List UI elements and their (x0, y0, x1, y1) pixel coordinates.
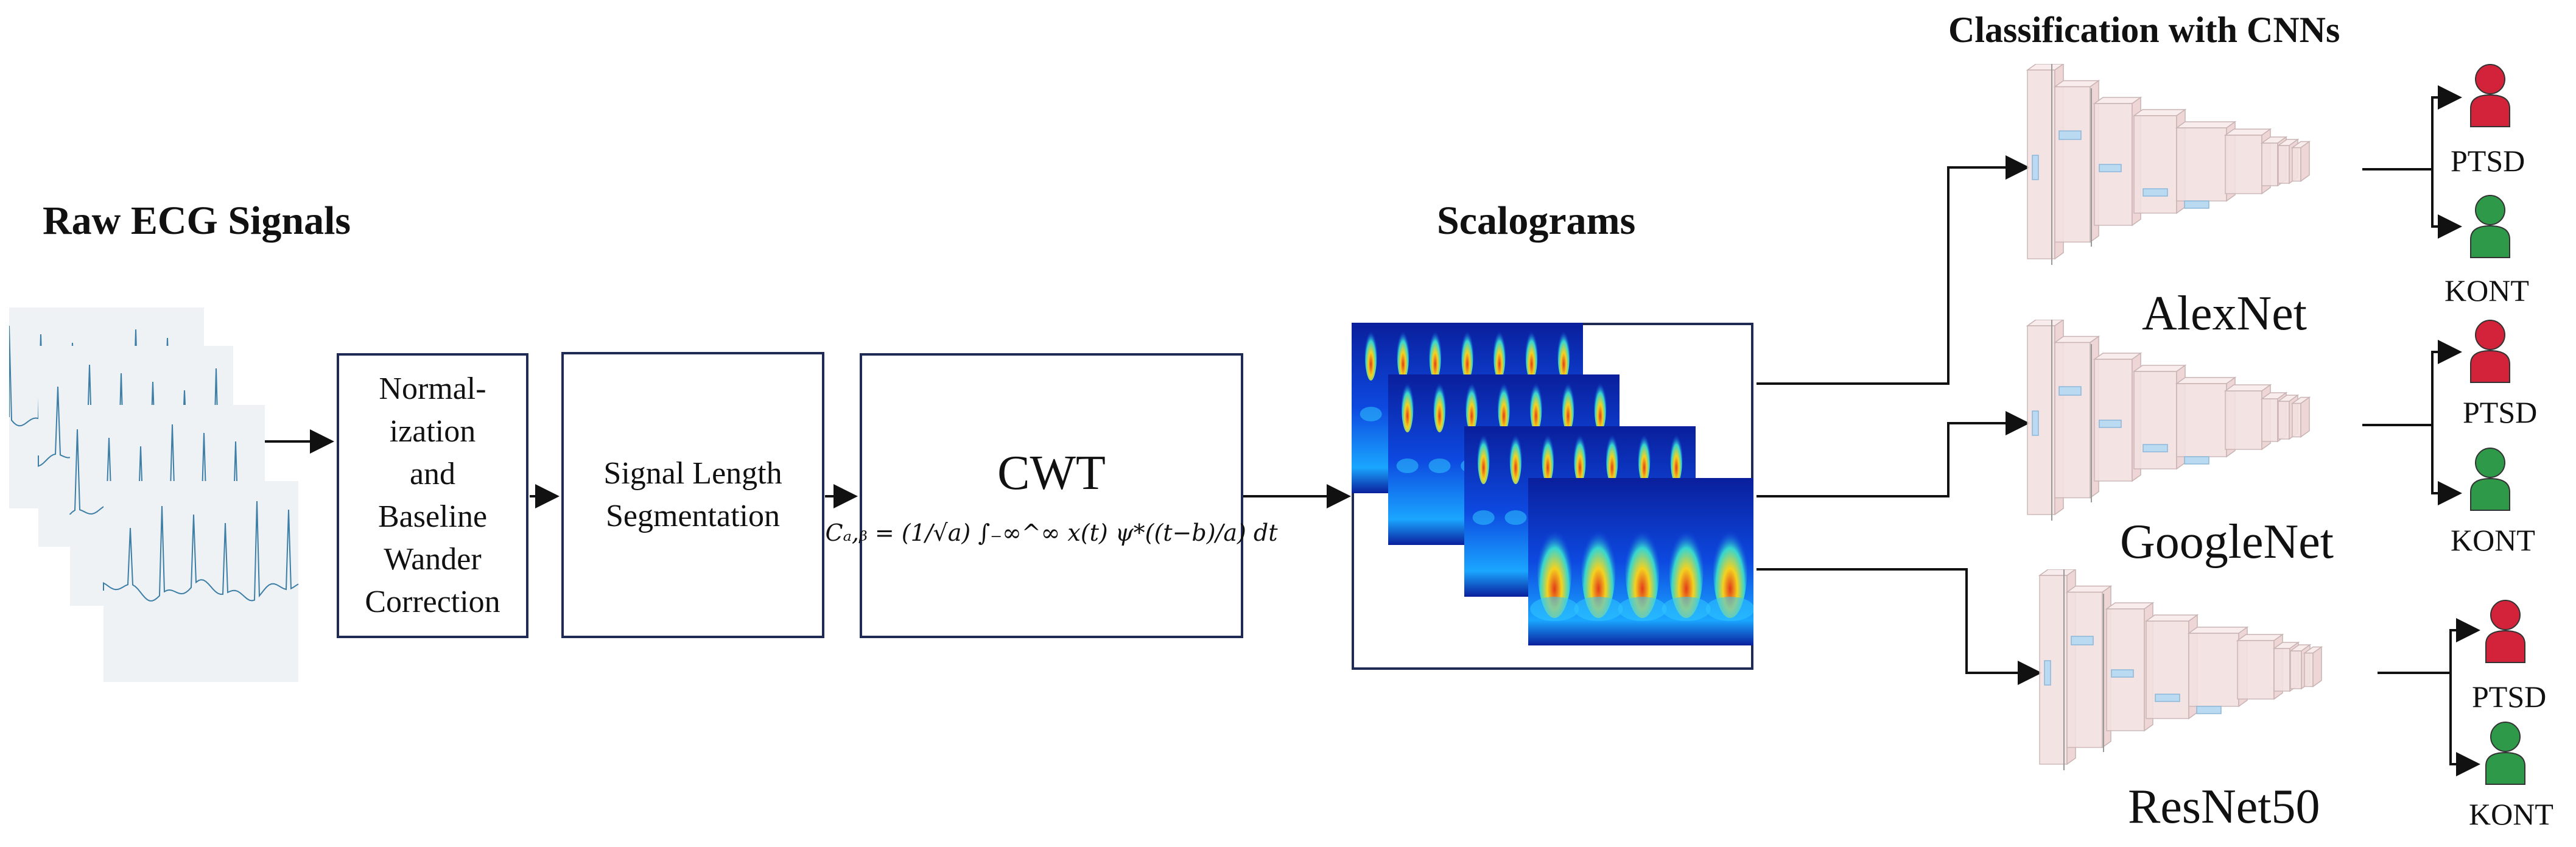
cnn-layer (2290, 141, 2311, 182)
cnn-layer (2290, 396, 2311, 438)
arrow-to-resnet (1757, 568, 2042, 685)
cnn-layer (2065, 585, 2113, 748)
arrow-to-alexnet (1757, 155, 2030, 385)
model-name-resnet50: ResNet50 (2128, 780, 2320, 834)
normalization-line: Baseline (377, 499, 488, 534)
class-label-ptsd: PTSD (2463, 395, 2538, 429)
normalization-line: Normal- (379, 371, 486, 406)
ecg-sheet (103, 481, 299, 682)
cnn-feature (2155, 694, 2180, 702)
class-label-kont: KONT (2451, 523, 2535, 557)
googlenet-architecture (2026, 320, 2311, 521)
arrow-to-googlenet (1757, 411, 2030, 497)
cnn-feature (2099, 164, 2122, 172)
cnn-feature (2058, 130, 2082, 140)
normalization-line: and (409, 457, 456, 491)
classification-title: Classification with CNNs (1948, 10, 2340, 50)
cnn-layer (2289, 644, 2312, 690)
ecg-signal-stack (9, 308, 299, 682)
cwt-formula-text: Cₐ,ᵦ = (1/√a) ∫₋∞^∞ x(t) ψ*((t−b)/a) dt (825, 519, 1278, 546)
cnn-feature (2196, 706, 2222, 714)
ptsd-person-icon (2470, 320, 2510, 383)
cnn-feature (2058, 386, 2082, 396)
cwt-box: CWT Cₐ,ᵦ = (1/√a) ∫₋∞^∞ x(t) ψ*((t−b)/a)… (826, 353, 1278, 638)
model-name-googlenet: GoogleNet (2120, 515, 2334, 569)
class-label-kont: KONT (2469, 797, 2553, 831)
cnn-feature (2099, 420, 2122, 428)
ptsd-person-icon (2485, 600, 2525, 663)
scalogram-images (1352, 323, 1753, 645)
scalograms-title: Scalograms (1437, 199, 1636, 243)
class-label-ptsd: PTSD (2472, 680, 2547, 714)
class-label-kont: KONT (2444, 273, 2529, 308)
kont-person-icon (2485, 722, 2525, 785)
cnn-feature (2044, 660, 2051, 686)
cnn-layer (2303, 646, 2323, 687)
cwt-formula: Cₐ,ᵦ = (1/√a) ∫₋∞^∞ x(t) ψ*((t−b)/a) dt (826, 519, 1278, 546)
normalization-line: Correction (365, 585, 500, 619)
cnn-feature (2111, 669, 2134, 678)
model-name-alexnet: AlexNet (2142, 287, 2308, 340)
normalization-line: ization (389, 414, 476, 449)
ptsd-person-icon (2470, 64, 2510, 127)
cnn-feature (2071, 636, 2094, 645)
cnn-layer (2187, 626, 2249, 708)
cnn-feature (2143, 188, 2168, 197)
normalization-line: Wander (384, 542, 482, 577)
cnn-feature (2032, 155, 2039, 180)
raw-signals-title: Raw ECG Signals (43, 199, 351, 243)
cnn-layer (2053, 80, 2100, 243)
class-label-ptsd: PTSD (2451, 144, 2525, 178)
alexnet-architecture (2026, 64, 2311, 265)
scalogram-sheet (1528, 478, 1753, 645)
segmentation-line: Signal Length (603, 456, 782, 491)
cnn-feature (2184, 200, 2209, 209)
resnet50-architecture (2038, 569, 2323, 770)
kont-person-icon (2470, 195, 2510, 258)
cnn-feature (2032, 410, 2039, 436)
cnn-feature (2184, 456, 2209, 465)
cnn-layer (2175, 121, 2237, 202)
cwt-title: CWT (997, 446, 1106, 500)
cnn-layer (2053, 336, 2100, 499)
segmentation-line: Segmentation (606, 499, 780, 533)
kont-person-icon (2470, 448, 2510, 511)
cnn-feature (2143, 444, 2168, 452)
